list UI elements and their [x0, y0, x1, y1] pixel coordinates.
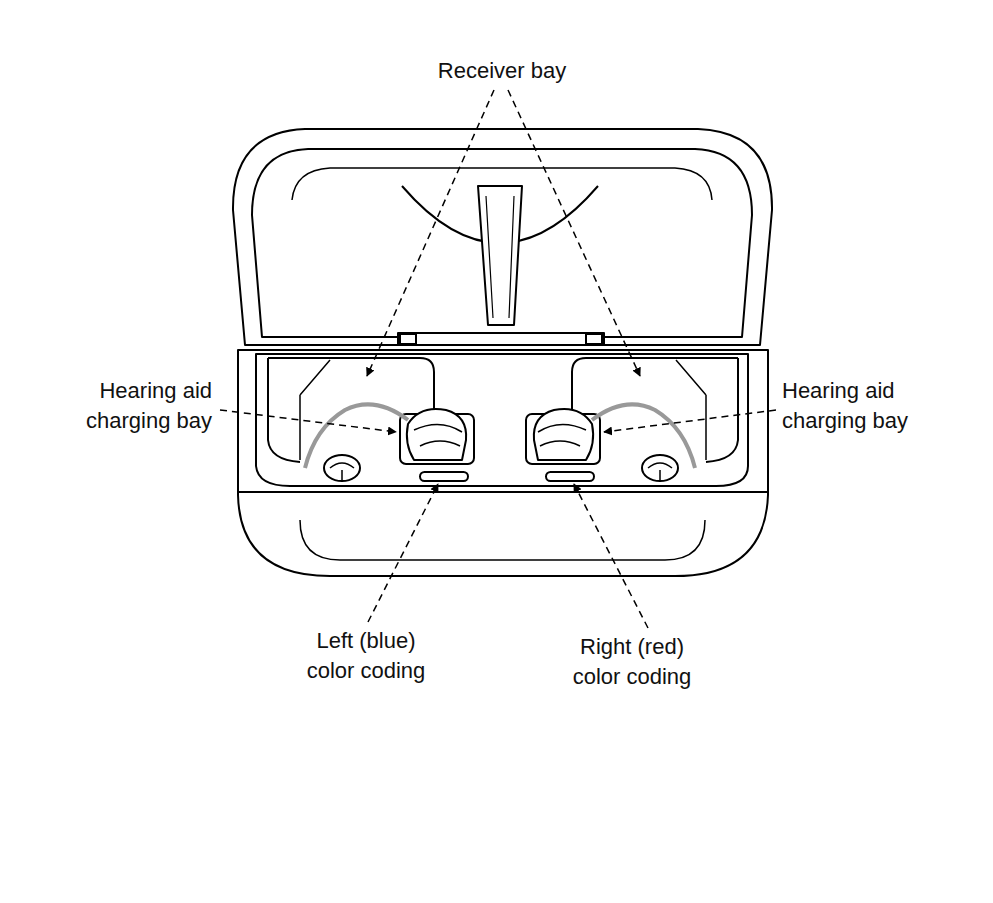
- lid-tab: [478, 186, 522, 325]
- hinge: [398, 333, 604, 345]
- leader-line: [508, 90, 640, 376]
- earpiece-left-detail: [330, 463, 354, 481]
- leader-line: [220, 410, 396, 432]
- hearing-aid-left-swirl: [414, 424, 462, 446]
- leader-line: [574, 484, 648, 628]
- leader-line: [367, 90, 494, 376]
- base-rim: [238, 491, 768, 493]
- callout-label: Receiver bay: [402, 56, 602, 86]
- earpiece-left: [324, 455, 360, 481]
- earpiece-right-detail: [648, 463, 672, 481]
- receiver-bay-right-slope: [676, 360, 706, 460]
- receiver-wire-right: [592, 404, 695, 468]
- hearing-aid-right-swirl: [538, 424, 586, 446]
- tray: [256, 354, 748, 486]
- hearing-aid-right: [534, 409, 593, 460]
- hinge-left: [400, 334, 416, 344]
- earpiece-right: [642, 455, 678, 481]
- lid-outer: [233, 129, 772, 345]
- leader-line: [368, 484, 438, 622]
- lid-inner: [252, 149, 752, 337]
- base-outer: [238, 350, 768, 576]
- base-side: [300, 520, 705, 560]
- leader-line: [604, 410, 776, 432]
- receiver-wire-left: [305, 404, 408, 468]
- color-slot-left: [420, 472, 468, 481]
- callout-label: Left (blue) color coding: [291, 626, 441, 686]
- callout-label: Hearing aid charging bay: [52, 376, 212, 436]
- lid-tab-edge: [486, 196, 514, 318]
- callout-label: Hearing aid charging bay: [782, 376, 942, 436]
- callout-label: Right (red) color coding: [557, 632, 707, 692]
- hearing-aid-left: [407, 409, 466, 460]
- color-slot-right: [546, 472, 594, 481]
- hinge-right: [586, 334, 602, 344]
